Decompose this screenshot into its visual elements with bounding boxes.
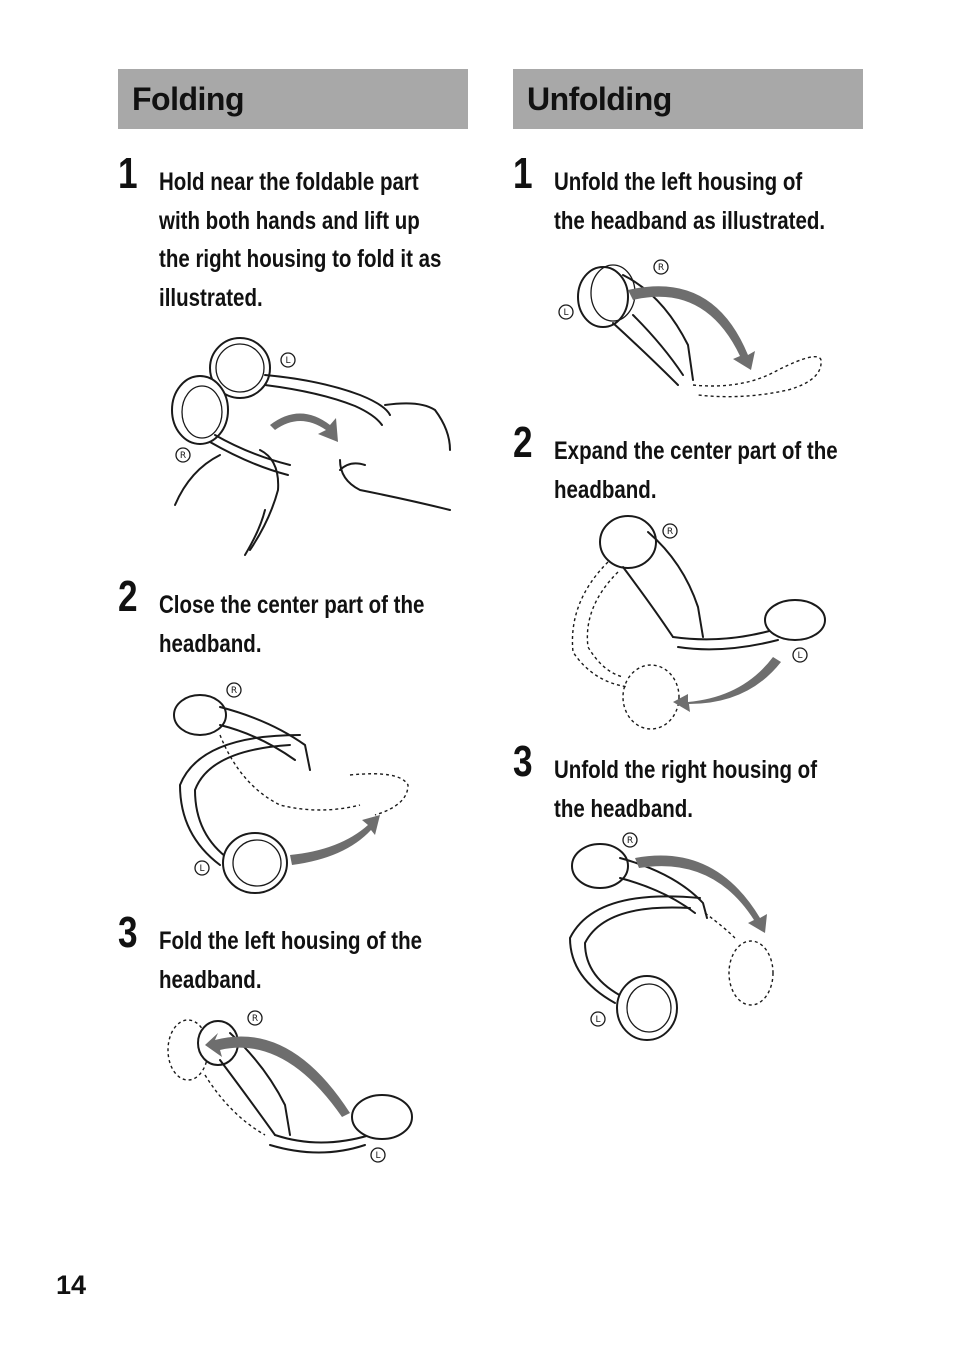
- right-marker: R: [627, 836, 633, 846]
- step-number: 1: [513, 149, 533, 198]
- step-instruction: Unfold the right housing of the headband…: [554, 756, 818, 823]
- unfolding-step-1-illustration: R L: [553, 255, 833, 405]
- left-marker: L: [563, 308, 568, 318]
- left-marker: L: [375, 1151, 380, 1161]
- step-number: 2: [513, 418, 533, 467]
- right-marker: R: [252, 1014, 258, 1024]
- right-marker: R: [667, 527, 673, 537]
- left-marker: L: [199, 864, 204, 874]
- step-number: 2: [118, 572, 138, 621]
- page-number: 14: [56, 1270, 87, 1300]
- left-marker: L: [797, 651, 802, 661]
- folding-section-header: Folding: [118, 69, 468, 129]
- step-instruction: Unfold the left housing of the headband …: [554, 168, 826, 235]
- left-marker: L: [595, 1015, 600, 1025]
- step-instruction: Close the center part of the headband.: [159, 591, 425, 658]
- unfolding-step-3-illustration: R L: [555, 828, 785, 1053]
- step-instruction: Hold near the foldable part with both ha…: [159, 168, 442, 312]
- unfolding-step-2-illustration: R L: [563, 512, 833, 732]
- step-instruction: Fold the left housing of the headband.: [159, 927, 423, 994]
- step-number: 3: [513, 737, 533, 786]
- step-number: 1: [118, 149, 138, 198]
- right-marker: R: [658, 263, 664, 273]
- right-marker: R: [180, 451, 186, 461]
- folding-step-2-illustration: R L: [160, 675, 420, 900]
- right-marker: R: [231, 686, 237, 696]
- folding-title: Folding: [132, 81, 245, 117]
- folding-step-3-illustration: R L: [160, 1005, 420, 1170]
- left-marker: L: [285, 356, 290, 366]
- step-instruction: Expand the center part of the headband.: [554, 437, 838, 504]
- unfolding-section-header: Unfolding: [513, 69, 863, 129]
- folding-step-1-illustration: L R: [160, 330, 460, 560]
- unfolding-title: Unfolding: [527, 81, 672, 117]
- step-number: 3: [118, 908, 138, 957]
